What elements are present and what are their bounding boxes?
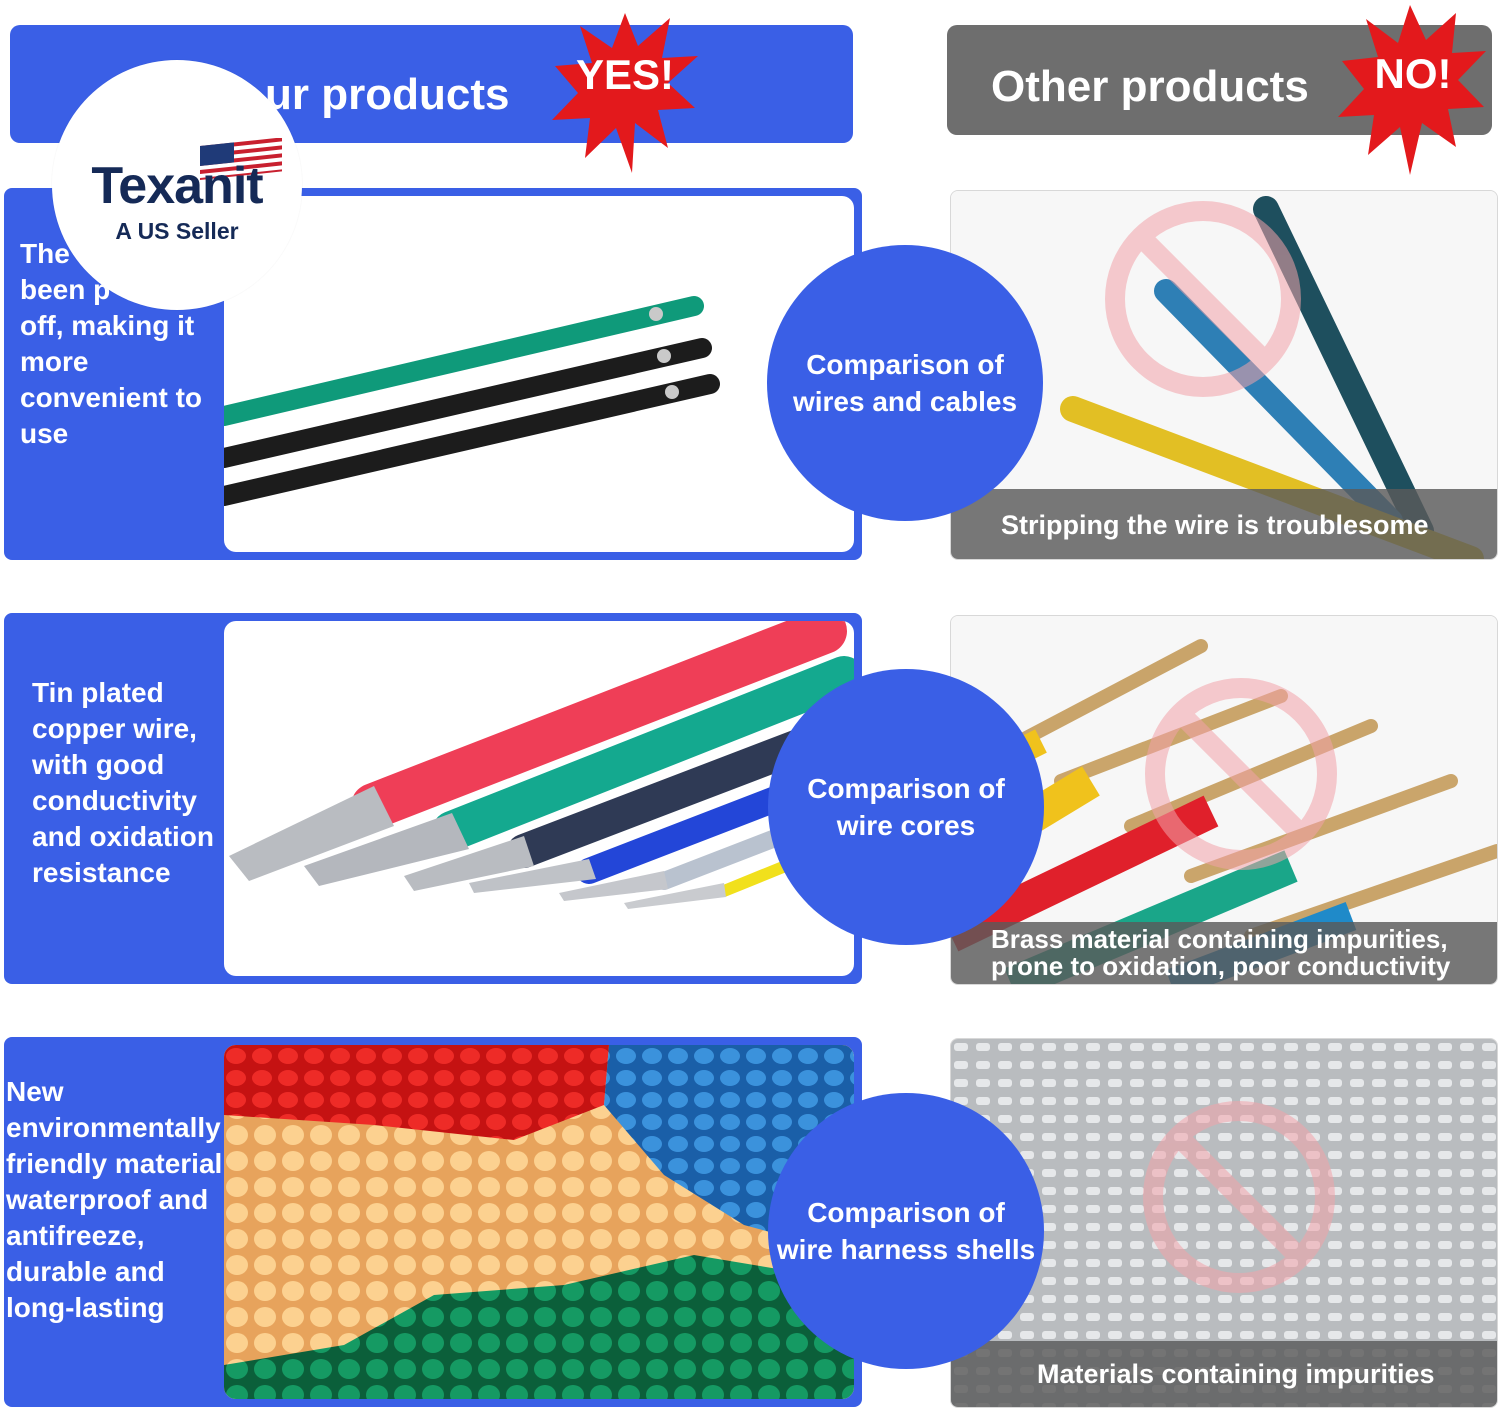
tinned-copper-wires-illustration [229,621,854,909]
no-badge-label: NO! [1374,50,1452,97]
others-row-2-caption-bar: Brass material containing impurities, pr… [951,922,1497,984]
ours-row-2: Tin plated copper wire, with good conduc… [4,613,862,984]
prohibited-icon [1105,201,1301,397]
compare-circle-1: Comparison of wires and cables [767,245,1043,521]
ours-row-2-image [224,621,854,976]
others-row-2-caption: Brass material containing impurities, pr… [991,924,1451,981]
others-row-2: Brass material containing impurities, pr… [950,615,1498,985]
others-row-1-caption-bar: Stripping the wire is troublesome [951,489,1497,559]
ours-row-3-text: New environmentally friendly material, w… [6,1076,231,1323]
prohibited-icon [1143,1101,1335,1293]
us-flag-icon [200,138,282,180]
ours-row-2-text: Tin plated copper wire, with good conduc… [32,677,214,888]
other-products-title: Other products [991,62,1309,111]
others-row-3-caption-bar: Materials containing impurities [951,1341,1497,1407]
others-row-1-caption: Stripping the wire is troublesome [1001,510,1429,540]
others-row-3-caption: Materials containing impurities [1037,1359,1435,1389]
compare-circle-2: Comparison of wire cores [768,669,1044,945]
compare-label-1: Comparison of wires and cables [792,349,1018,417]
starburst-icon [552,13,698,173]
logo-tagline: A US Seller [115,218,239,244]
ours-row-3-image [224,1045,854,1399]
texanit-logo: Texanit A US Seller [52,60,302,310]
starburst-icon [1338,5,1486,175]
plastic-pellets-illustration [224,1045,854,1399]
stripped-wires-illustration [224,296,720,506]
yes-badge: YES! [550,8,700,173]
compare-label-3: Comparison of wire harness shells [776,1197,1036,1265]
logo-wordmark: Texanit [91,157,263,215]
ours-row-1: The been p off, making it more convenien… [4,188,862,560]
compare-label-2: Comparison of wire cores [807,773,1005,841]
ours-row-3: New environmentally friendly material, w… [4,1037,862,1407]
no-badge: NO! [1338,5,1488,175]
ours-row-1-image [224,196,854,552]
compare-circle-3: Comparison of wire harness shells [768,1093,1044,1369]
our-products-title: ur products [265,70,510,119]
yes-badge-label: YES! [575,51,675,98]
prohibited-icon [1145,678,1337,870]
